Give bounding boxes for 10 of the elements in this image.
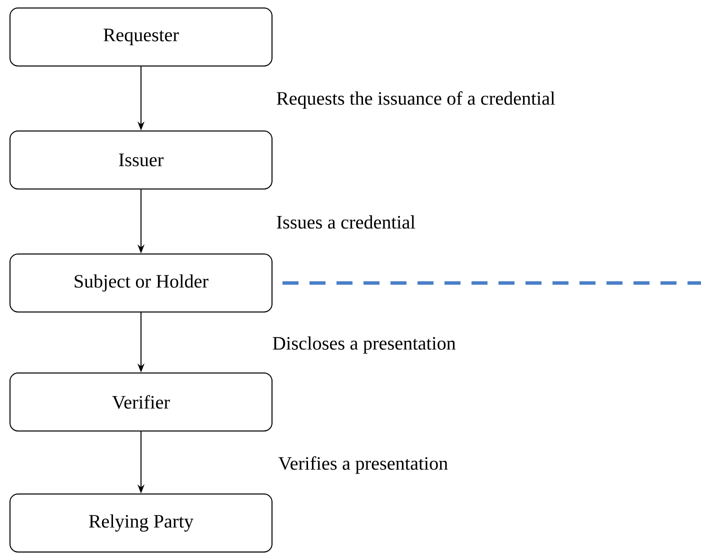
process-box: Relying Party xyxy=(10,493,272,552)
note-text: Verifies a presentation xyxy=(278,456,448,474)
note-text: Requests the issuance of a credential xyxy=(276,91,555,109)
process-box: Verifier xyxy=(10,372,272,432)
process-box: Subject or Holder xyxy=(10,253,272,312)
note-text: Discloses a presentation xyxy=(272,336,456,354)
process-box: Issuer xyxy=(10,130,272,190)
process-box: Requester xyxy=(10,8,272,66)
dashed-line xyxy=(282,281,701,285)
note-text: Issues a credential xyxy=(276,215,416,229)
